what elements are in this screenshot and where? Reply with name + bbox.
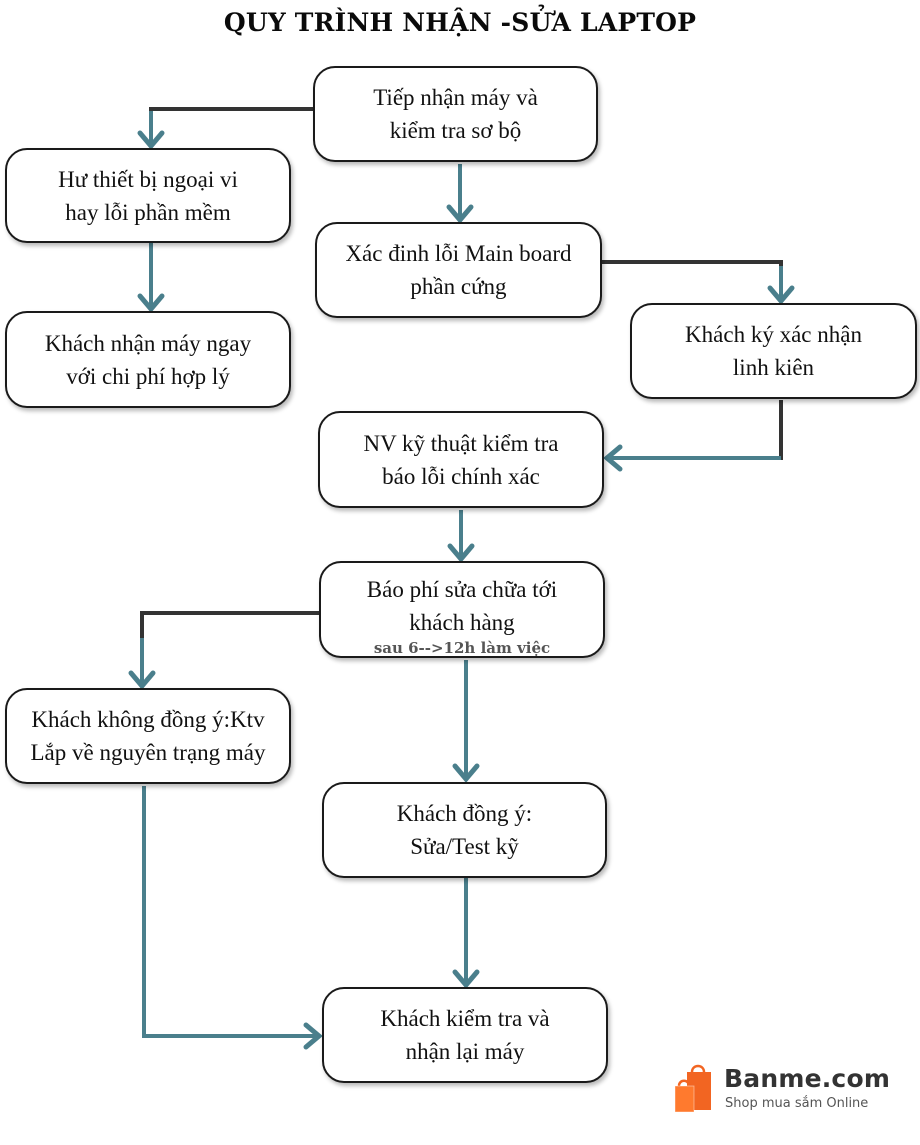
connector-receive-peripheral bbox=[149, 107, 313, 115]
node-text: kiểm tra sơ bộ bbox=[389, 118, 522, 143]
arrowhead-tech-quote bbox=[447, 543, 475, 563]
arrowhead-quote-decline bbox=[128, 670, 156, 690]
node-receive: Tiếp nhận máy và kiểm tra sơ bộ bbox=[313, 66, 598, 162]
banme-logo[interactable]: Banme.com Shop mua sắm Online bbox=[672, 1062, 892, 1122]
node-text: phần cứng bbox=[410, 274, 507, 299]
node-text: Hư thiết bị ngoại vi bbox=[58, 166, 238, 192]
node-text: Khách kiểm tra và bbox=[380, 1006, 550, 1031]
node-text: Khách không đồng ý:Ktv bbox=[31, 707, 265, 732]
node-text: báo lỗi chính xác bbox=[382, 463, 540, 489]
page-title: QUY TRÌNH NHẬN -SỬA LAPTOP bbox=[223, 8, 697, 37]
node-text: Khách ký xác nhận bbox=[685, 322, 862, 347]
connector-quote-decline bbox=[140, 611, 319, 640]
node-quote: Báo phí sửa chữa tới khách hàng sau 6-->… bbox=[319, 561, 605, 658]
shopping-bags-icon bbox=[674, 1064, 711, 1113]
node-text: hay lỗi phần mềm bbox=[65, 199, 231, 225]
arrowhead-receive-peripheral bbox=[137, 130, 165, 150]
node-decline: Khách không đồng ý:Ktv Lắp về nguyên trạ… bbox=[5, 688, 291, 784]
node-text: Báo phí sửa chữa tới bbox=[366, 577, 558, 602]
arrowhead-peripheral-pickup bbox=[137, 293, 165, 313]
arrow-decline-return bbox=[142, 786, 318, 1038]
logo-brand: Banme.com bbox=[724, 1064, 891, 1093]
node-text: Xác đinh lỗi Main board bbox=[345, 241, 572, 266]
node-sign-parts: Khách ký xác nhận linh kiên bbox=[630, 303, 917, 399]
node-text: khách hàng bbox=[409, 610, 515, 635]
node-note: sau 6-->12h làm việc bbox=[373, 639, 551, 657]
node-text: Tiếp nhận máy và bbox=[373, 85, 538, 110]
node-text: Lắp về nguyên trạng máy bbox=[30, 740, 266, 765]
arrowhead-decline-return bbox=[303, 1022, 323, 1050]
arrowhead-quote-agree bbox=[452, 763, 480, 783]
logo-tagline: Shop mua sắm Online bbox=[725, 1096, 869, 1111]
node-text: với chi phí hợp lý bbox=[66, 363, 230, 389]
node-text: Sửa/Test kỹ bbox=[410, 834, 519, 859]
arrowhead-mainboard-sign bbox=[767, 285, 795, 305]
node-text: NV kỹ thuật kiểm tra bbox=[363, 430, 559, 456]
connector-sign-tech bbox=[770, 400, 783, 460]
node-tech-check: NV kỹ thuật kiểm tra báo lỗi chính xác bbox=[318, 411, 604, 508]
node-peripheral: Hư thiết bị ngoại vi hay lỗi phần mềm bbox=[5, 148, 291, 243]
node-return: Khách kiểm tra và nhận lại máy bbox=[322, 987, 608, 1083]
node-text: Khách nhận máy ngay bbox=[44, 330, 252, 356]
node-text: linh kiên bbox=[732, 355, 815, 380]
node-pickup-now: Khách nhận máy ngay với chi phí hợp lý bbox=[5, 311, 291, 408]
node-mainboard: Xác đinh lỗi Main board phần cứng bbox=[315, 222, 602, 318]
arrowhead-receive-mainboard bbox=[446, 204, 474, 224]
arrowhead-agree-return bbox=[452, 969, 480, 989]
node-agree: Khách đồng ý: Sửa/Test kỹ bbox=[322, 782, 607, 878]
connector-mainboard-sign bbox=[602, 260, 783, 270]
arrowhead-sign-tech bbox=[603, 444, 623, 472]
node-text: Khách đồng ý: bbox=[396, 801, 533, 826]
node-text: nhận lại máy bbox=[405, 1039, 525, 1064]
